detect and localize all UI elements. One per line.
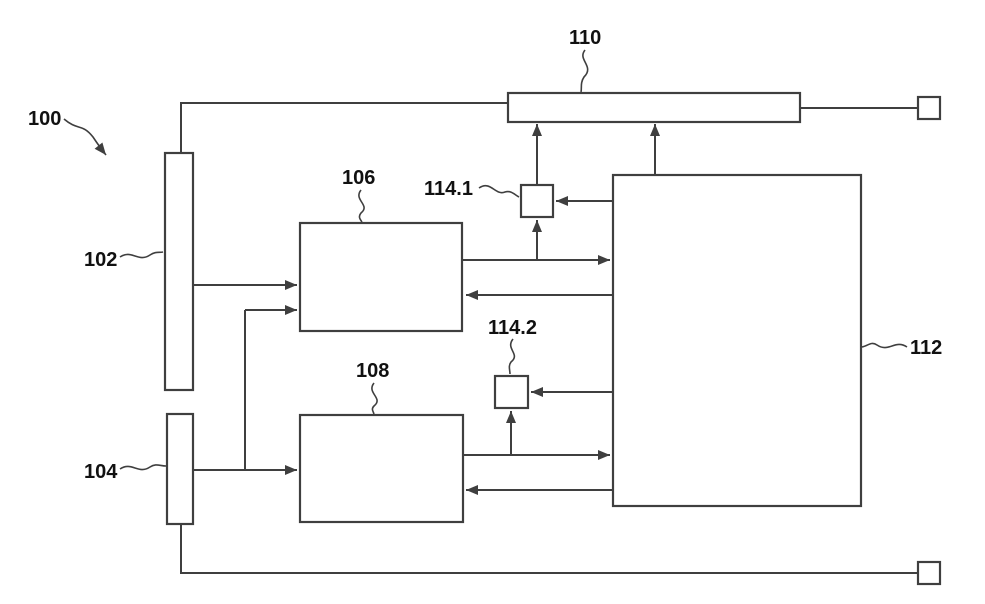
wiring	[180, 102, 917, 574]
reference-leaders	[63, 49, 908, 471]
terminal-bottom-right	[916, 560, 942, 586]
leader-104	[119, 464, 167, 471]
connector-104-to-bottom-terminal	[180, 524, 917, 574]
label-102: 102	[84, 249, 117, 271]
label-100: 100	[28, 108, 61, 130]
block-106	[298, 221, 464, 333]
reference-labels: 100 102 104 106 108 110 112 114.1 114.2	[28, 27, 942, 483]
connector-102-to-bus	[180, 102, 507, 154]
label-114-2: 114.2	[488, 317, 537, 339]
tap-box-114-2	[493, 374, 530, 410]
leader-112	[861, 342, 908, 349]
sensor-bar-102	[163, 151, 195, 392]
bus-bar-110	[506, 91, 802, 124]
leader-110	[580, 49, 589, 93]
terminal-top-right	[916, 95, 942, 121]
tap-box-114-1	[519, 183, 555, 219]
label-110: 110	[569, 27, 601, 49]
blocks	[163, 91, 942, 586]
label-112: 112	[910, 337, 942, 359]
leader-102	[119, 251, 164, 259]
sensor-bar-104	[165, 412, 195, 526]
label-114-1: 114.1	[424, 178, 473, 200]
leader-108	[371, 382, 378, 415]
block-112	[611, 173, 863, 508]
label-104: 104	[84, 461, 118, 483]
leader-114-1	[478, 185, 520, 198]
leader-106	[358, 189, 365, 223]
label-108: 108	[356, 360, 389, 382]
label-106: 106	[342, 167, 375, 189]
block-108	[298, 413, 465, 524]
leader-100	[63, 118, 107, 156]
leader-114-2	[508, 338, 516, 375]
